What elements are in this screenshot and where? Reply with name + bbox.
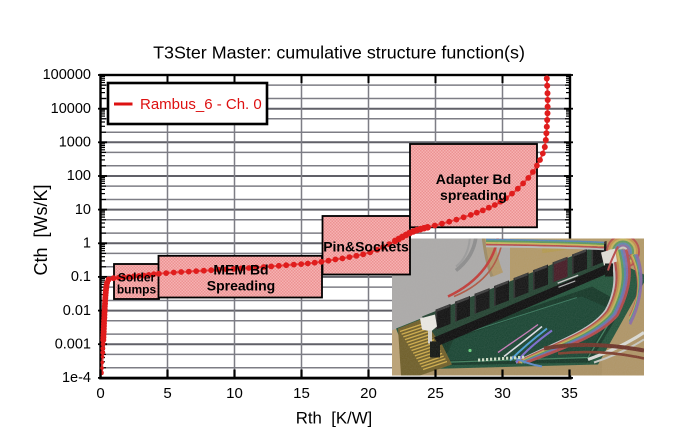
svg-text:Rth [K/W]: Rth [K/W] [296, 409, 372, 428]
svg-text:0.1: 0.1 [71, 269, 91, 285]
svg-text:30: 30 [494, 385, 511, 402]
svg-text:T3Ster Master: cumulative stru: T3Ster Master: cumulative structure func… [153, 43, 525, 63]
svg-text:15: 15 [293, 385, 310, 402]
svg-text:100000: 100000 [43, 67, 91, 83]
svg-text:1: 1 [83, 236, 91, 252]
svg-text:1e-4: 1e-4 [62, 370, 91, 386]
svg-text:Adapter Bd: Adapter Bd [436, 171, 511, 187]
svg-text:0: 0 [96, 385, 104, 402]
svg-text:5: 5 [163, 385, 171, 402]
svg-text:Cth [Ws/K]: Cth [Ws/K] [31, 184, 51, 275]
svg-text:25: 25 [427, 385, 444, 402]
svg-text:1000: 1000 [59, 135, 91, 151]
svg-text:35: 35 [561, 385, 578, 402]
svg-text:Pin&Sockets: Pin&Sockets [323, 239, 409, 255]
svg-text:MEM Bd: MEM Bd [213, 262, 268, 278]
svg-text:0.01: 0.01 [63, 303, 91, 319]
svg-text:20: 20 [360, 385, 377, 402]
svg-text:Rambus_6 - Ch. 0: Rambus_6 - Ch. 0 [140, 96, 262, 113]
svg-text:100: 100 [67, 168, 91, 184]
svg-text:10000: 10000 [51, 101, 91, 117]
svg-text:10: 10 [75, 202, 91, 218]
svg-text:0.001: 0.001 [55, 336, 91, 352]
svg-text:10: 10 [226, 385, 243, 402]
svg-text:bumps: bumps [117, 283, 157, 297]
svg-text:Solder: Solder [118, 271, 156, 285]
svg-text:spreading: spreading [440, 187, 507, 203]
svg-text:Spreading: Spreading [207, 278, 275, 294]
